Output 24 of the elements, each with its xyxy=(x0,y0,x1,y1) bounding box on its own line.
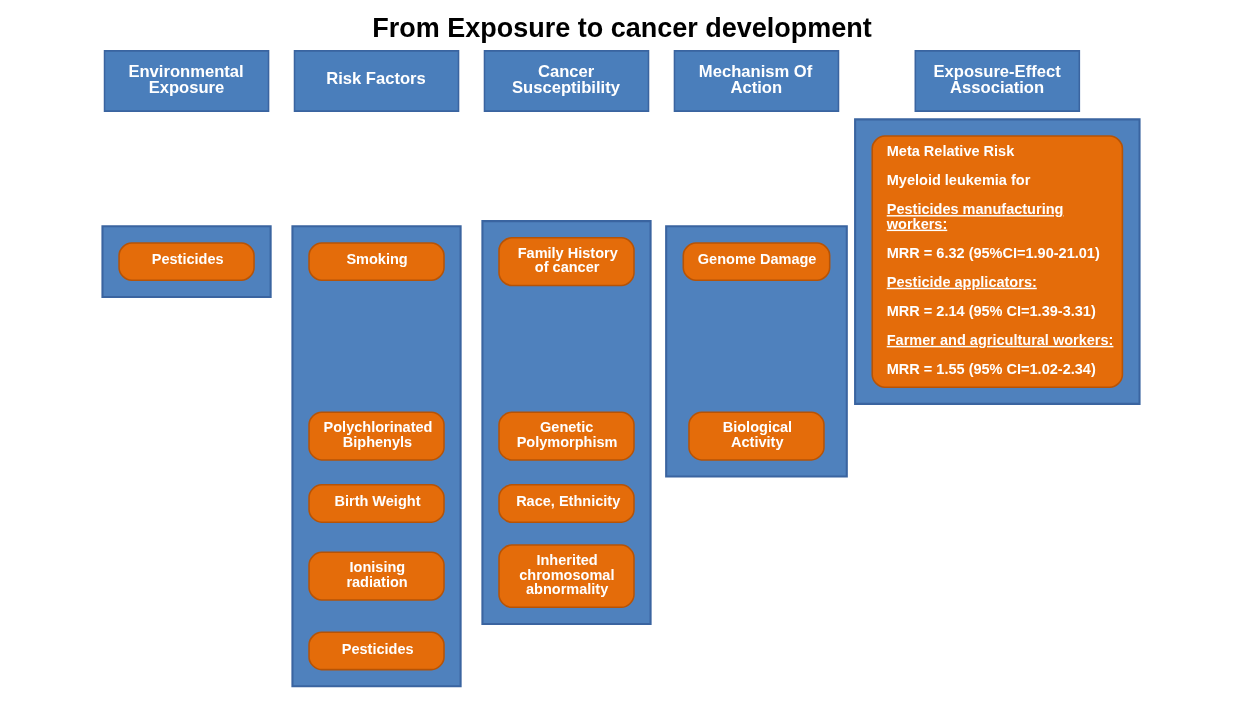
node-box: Pesticides xyxy=(118,242,255,282)
node-box: Genome Damage xyxy=(682,242,831,282)
cluster xyxy=(481,220,652,625)
node-box: Environmental Exposure xyxy=(103,50,270,112)
node-box: Inherited chromosomal abnormality xyxy=(498,544,635,609)
node-box: Meta Relative Risk Myeloid leukemia for Pesticides manufacturing workers: MRR = 6.32 (95%CI=1.90-21.01) Pesticide applicators: MRR = 2.14 (95% CI=1.39-3.31) Farmer and agricultural workers: MRR = 1.55 (95% CI=1.02-2.34) xyxy=(871,135,1124,388)
cluster xyxy=(291,225,462,688)
cluster xyxy=(854,118,1141,405)
node-box: Smoking xyxy=(308,242,445,282)
node-box: Race, Ethnicity xyxy=(498,484,635,523)
node-box: Polychlorinated Biphenyls xyxy=(308,411,445,461)
node-box: Risk Factors xyxy=(293,50,460,112)
node-box: Exposure-Effect Association xyxy=(914,50,1081,112)
diagram-title: From Exposure to cancer development xyxy=(372,13,872,44)
node-box: Genetic Polymorphism xyxy=(498,411,635,461)
node-box: Cancer Susceptibility xyxy=(483,50,650,112)
node-box: Biological Activity xyxy=(688,411,825,461)
node-box: Ionising radiation xyxy=(308,551,445,601)
node-box: Birth Weight xyxy=(308,484,445,523)
cluster xyxy=(101,225,272,298)
node-box: Mechanism Of Action xyxy=(673,50,840,112)
cluster xyxy=(665,225,848,478)
node-box: Family History of cancer xyxy=(498,236,635,287)
node-box: Pesticides xyxy=(308,631,445,671)
